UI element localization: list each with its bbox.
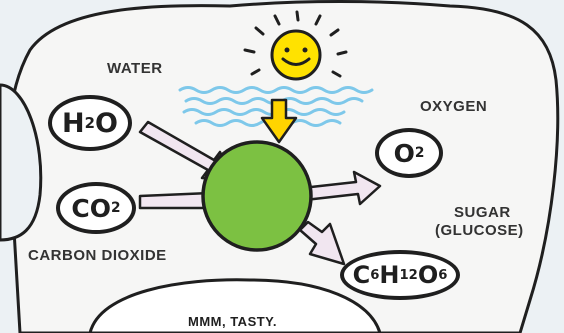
sugar-label-line2: (GLUCOSE)	[435, 222, 524, 240]
sugar-label: SUGAR (GLUCOSE)	[441, 204, 524, 240]
oxygen-label: OXYGEN	[420, 98, 487, 115]
water-label: WATER	[107, 60, 163, 77]
sugar-label-line1: SUGAR	[441, 204, 524, 222]
leaf-cell-icon	[203, 142, 311, 250]
caption-text: MMM, TASTY.	[188, 314, 277, 329]
carbon-dioxide-label: CARBON DIOXIDE	[28, 247, 167, 264]
